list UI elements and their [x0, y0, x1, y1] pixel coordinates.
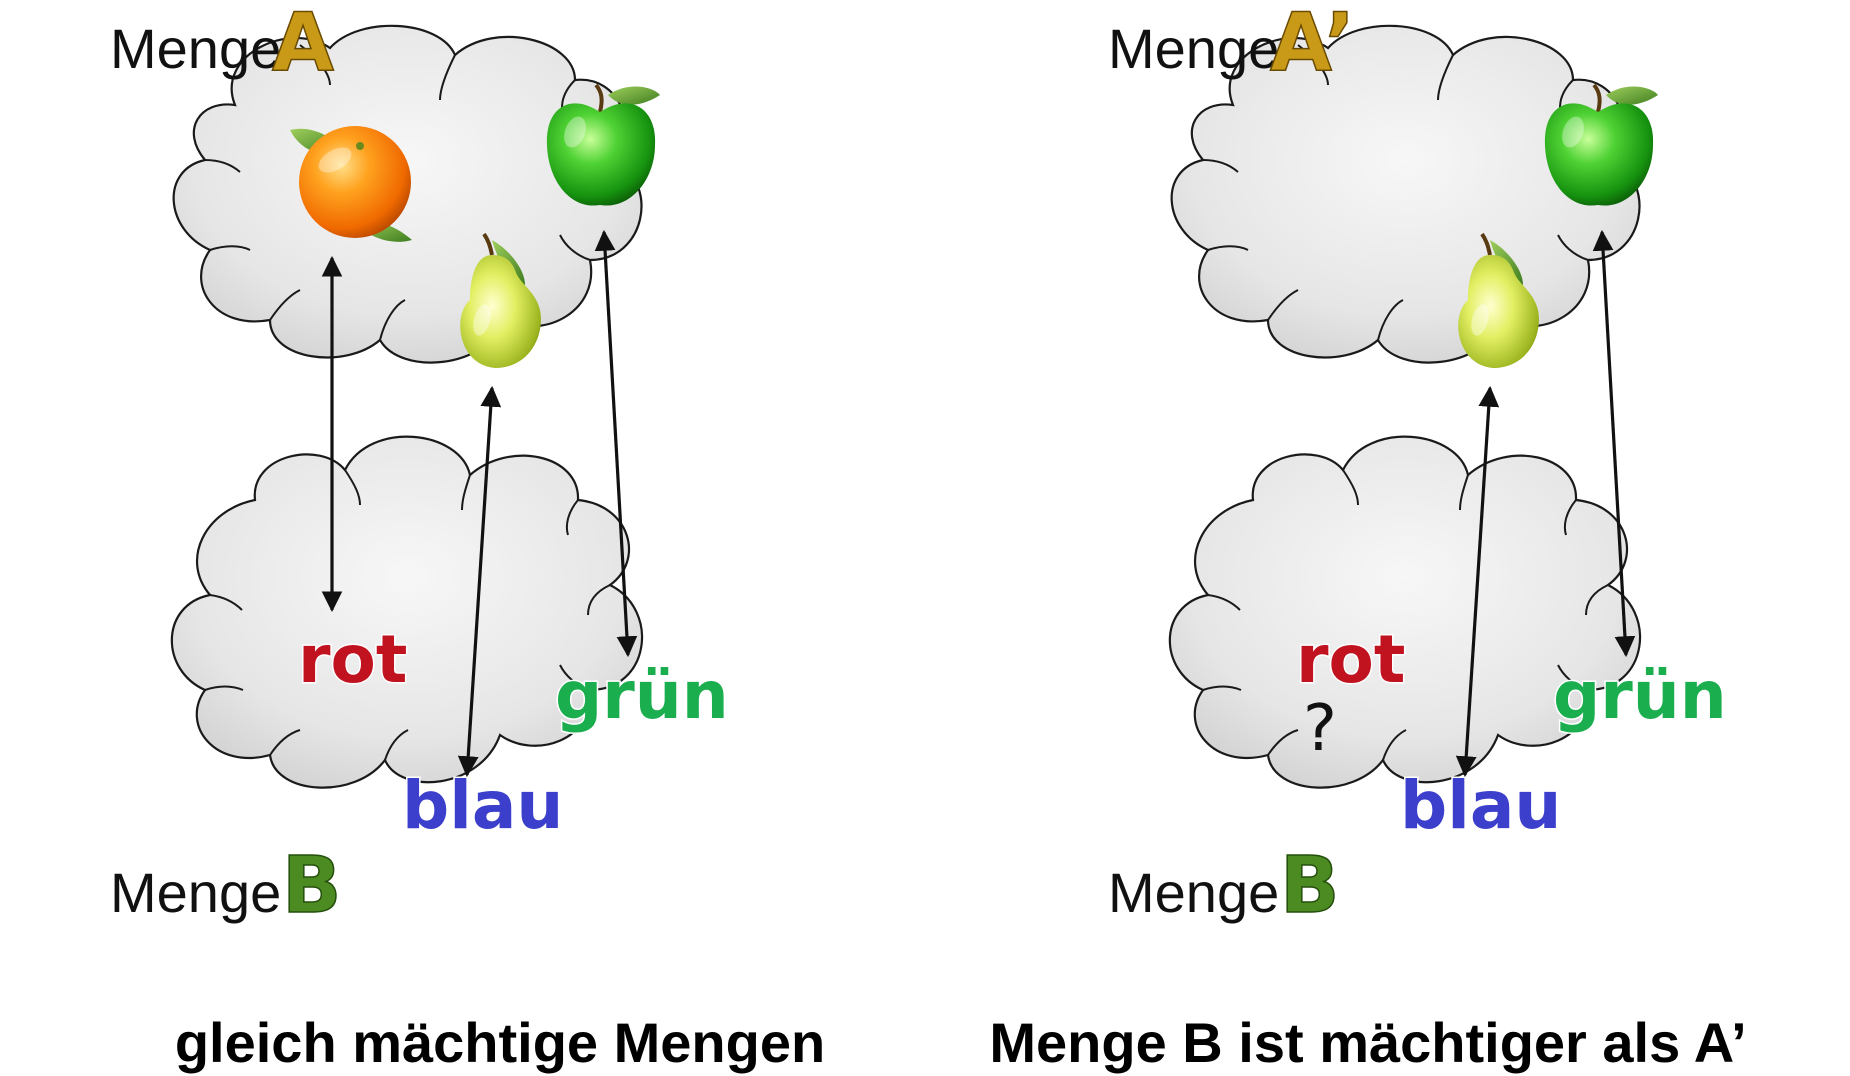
left-panel: Menge A Menge B rot grün blau [110, 0, 825, 1074]
arrow-pear-blau [1455, 385, 1500, 778]
unmatched-question-mark: ? [1303, 692, 1337, 766]
word-gruen: grün [1553, 657, 1727, 734]
cloud-set-b-right [1168, 435, 1641, 789]
set-a-label: Menge [110, 17, 281, 80]
apple-icon [546, 83, 660, 206]
set-a-prime-letter: A’ [1270, 0, 1355, 89]
word-gruen: grün [555, 657, 729, 734]
word-rot: rot [298, 621, 407, 698]
apple-icon [1544, 83, 1658, 206]
set-a-letter: A [272, 0, 334, 89]
set-b-label-right: Menge [1108, 861, 1279, 924]
set-a-prime-label: Menge [1108, 17, 1279, 80]
arrow-apple-gruen [594, 229, 638, 658]
left-caption: gleich mächtige Mengen [175, 1011, 825, 1074]
word-blau: blau [1400, 767, 1561, 844]
pear-icon [460, 232, 541, 368]
set-b-letter: B [282, 841, 341, 931]
pear-icon [1458, 232, 1539, 368]
word-rot: rot [1296, 621, 1405, 698]
word-blau: blau [402, 767, 563, 844]
orange-icon [290, 126, 412, 242]
right-caption: Menge B ist mächtiger als A’ [989, 1011, 1746, 1074]
cloud-set-b [170, 435, 643, 789]
set-b-letter-right: B [1280, 841, 1339, 931]
right-panel: Menge A’ Menge B rot ? grün blau Menge B… [989, 0, 1746, 1074]
arrow-apple-gruen [1592, 229, 1636, 658]
arrow-pear-blau [457, 385, 502, 778]
set-b-label: Menge [110, 861, 281, 924]
